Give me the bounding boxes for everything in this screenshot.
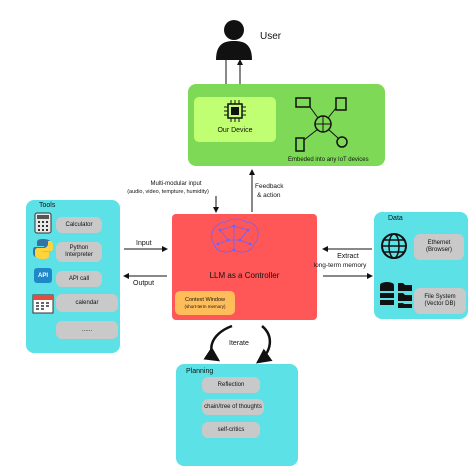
tool-more: ...... [56, 321, 118, 339]
iterate-label: Iterate [229, 340, 249, 347]
output-label: Output [133, 280, 155, 287]
context-window-box: Context Window (short-term memory) [175, 291, 235, 315]
calculator-icon [34, 212, 52, 234]
arrow-iterate-left [203, 324, 233, 362]
context-window-label: Context Window [184, 297, 226, 303]
input-label: Input [136, 240, 152, 247]
iot-label: Embeded into any IoT devices [288, 157, 369, 163]
planning-reflection: Reflection [202, 377, 260, 393]
device-panel: Our Device Embeded into any IoT devices [188, 84, 385, 166]
feedback-sub-label: & action [257, 192, 281, 199]
planning-chain-tree-of-thoughts: chain/tree of thoughts [202, 399, 264, 415]
arrow-iterate-right [255, 325, 273, 364]
planning-title: Planning [186, 368, 214, 375]
planning-panel: Planning Reflection chain/tree of though… [176, 364, 298, 466]
tool-python-interpreter: Python Interpreter [56, 242, 102, 262]
llm-controller-panel: LLM as a Controller Context Window (shor… [172, 214, 317, 320]
database-folders-icon [380, 282, 412, 308]
extract-label: Extract [337, 253, 359, 260]
tool-api-call: API call [56, 271, 102, 287]
iot-network-icon [295, 97, 348, 152]
python-icon [33, 239, 53, 259]
feedback-label: Feedback [255, 183, 284, 190]
planning-self-critics: self-critics [202, 422, 260, 438]
our-device-box: Our Device [194, 97, 276, 142]
multimodal-input-label: Multi-modular input [150, 181, 202, 187]
multimodal-input-sub-label: (audio, video, tempture, humidity) [127, 189, 209, 195]
data-panel: Data Ethernet (Browser) File System (Vec… [374, 212, 468, 319]
calendar-icon [32, 294, 54, 314]
brain-network-icon [211, 218, 259, 253]
tool-calendar: calendar [56, 294, 118, 312]
controller-title: LLM as a Controller [209, 271, 280, 280]
tools-title: Tools [39, 202, 56, 209]
tool-calculator: Calculator [56, 217, 102, 233]
user-label: User [260, 31, 282, 42]
globe-icon [381, 233, 407, 259]
extract-sub-label: long-term memory [313, 262, 367, 269]
chip-icon [224, 100, 246, 122]
our-device-label: Our Device [217, 127, 253, 134]
data-file-system: File System (Vector DB) [414, 288, 466, 314]
data-ethernet-browser: Ethernet (Browser) [414, 234, 464, 260]
user-icon [216, 20, 252, 60]
context-window-sub-label: (short-term memory) [184, 304, 226, 309]
api-icon: API [34, 268, 52, 283]
data-title: Data [388, 215, 403, 222]
tools-panel: Tools Calculator Python Interpreter API … [26, 200, 120, 353]
